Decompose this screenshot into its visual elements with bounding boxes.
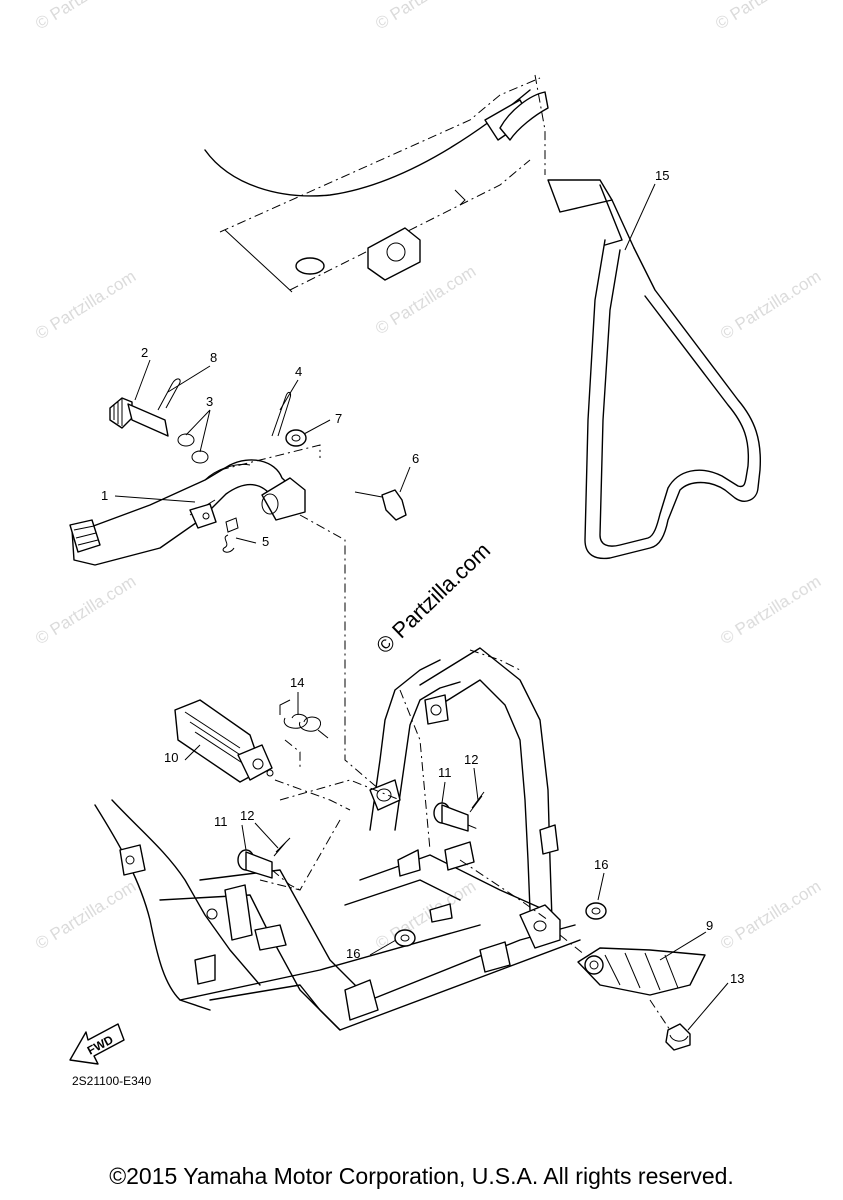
part-label-3: 3 [206, 394, 213, 409]
part-label-8: 8 [210, 350, 217, 365]
rear-frame-outline [204, 74, 549, 293]
left-footrest [174, 699, 351, 811]
part-label-10: 10 [164, 750, 178, 765]
part-label-12: 12 [464, 752, 478, 767]
diagram-code: 2S21100-E340 [72, 1074, 152, 1088]
part-label-2: 2 [141, 345, 148, 360]
part-label-1: 1 [101, 488, 108, 503]
fwd-arrow-icon: FWD [69, 1023, 125, 1065]
part-label-12: 12 [240, 808, 254, 823]
part-label-4: 4 [295, 364, 302, 379]
part-label-16: 16 [346, 946, 360, 961]
part-label-14: 14 [290, 675, 304, 690]
part-label-13: 13 [730, 971, 744, 986]
part-label-7: 7 [335, 411, 342, 426]
part-labels: 15 2 8 3 4 7 1 6 5 14 10 11 12 11 12 16 … [101, 168, 744, 986]
watermark-center: © Partzilla.com [371, 538, 495, 659]
main-frame [94, 647, 581, 1031]
bolt-pin-right [433, 791, 485, 832]
rear-stand [547, 179, 762, 560]
part-label-15: 15 [655, 168, 669, 183]
watermark: © Partzilla.com [32, 572, 139, 649]
watermark-layer: © Partzilla.com © Partzilla.com © Partzi… [32, 0, 824, 953]
watermark: © Partzilla.com [32, 0, 139, 33]
watermark: © Partzilla.com [372, 0, 479, 33]
part-label-6: 6 [412, 451, 419, 466]
part-label-9: 9 [706, 918, 713, 933]
watermark: © Partzilla.com [32, 267, 139, 344]
watermark: © Partzilla.com [717, 572, 824, 649]
brake-pedal-assembly [69, 378, 407, 791]
leader-lines [114, 183, 729, 1031]
watermark: © Partzilla.com [712, 0, 819, 33]
watermark: © Partzilla.com [32, 877, 139, 954]
spring-14 [279, 699, 329, 770]
copyright-notice: ©2015 Yamaha Motor Corporation, U.S.A. A… [109, 1163, 734, 1189]
right-footrest [394, 902, 706, 1051]
bolt-pin-left [237, 837, 301, 891]
part-label-11: 11 [214, 814, 228, 829]
part-label-11: 11 [438, 765, 452, 780]
part-label-16: 16 [594, 857, 608, 872]
watermark: © Partzilla.com [717, 267, 824, 344]
watermark: © Partzilla.com [717, 877, 824, 954]
watermark: © Partzilla.com [372, 877, 479, 954]
part-label-5: 5 [262, 534, 269, 549]
